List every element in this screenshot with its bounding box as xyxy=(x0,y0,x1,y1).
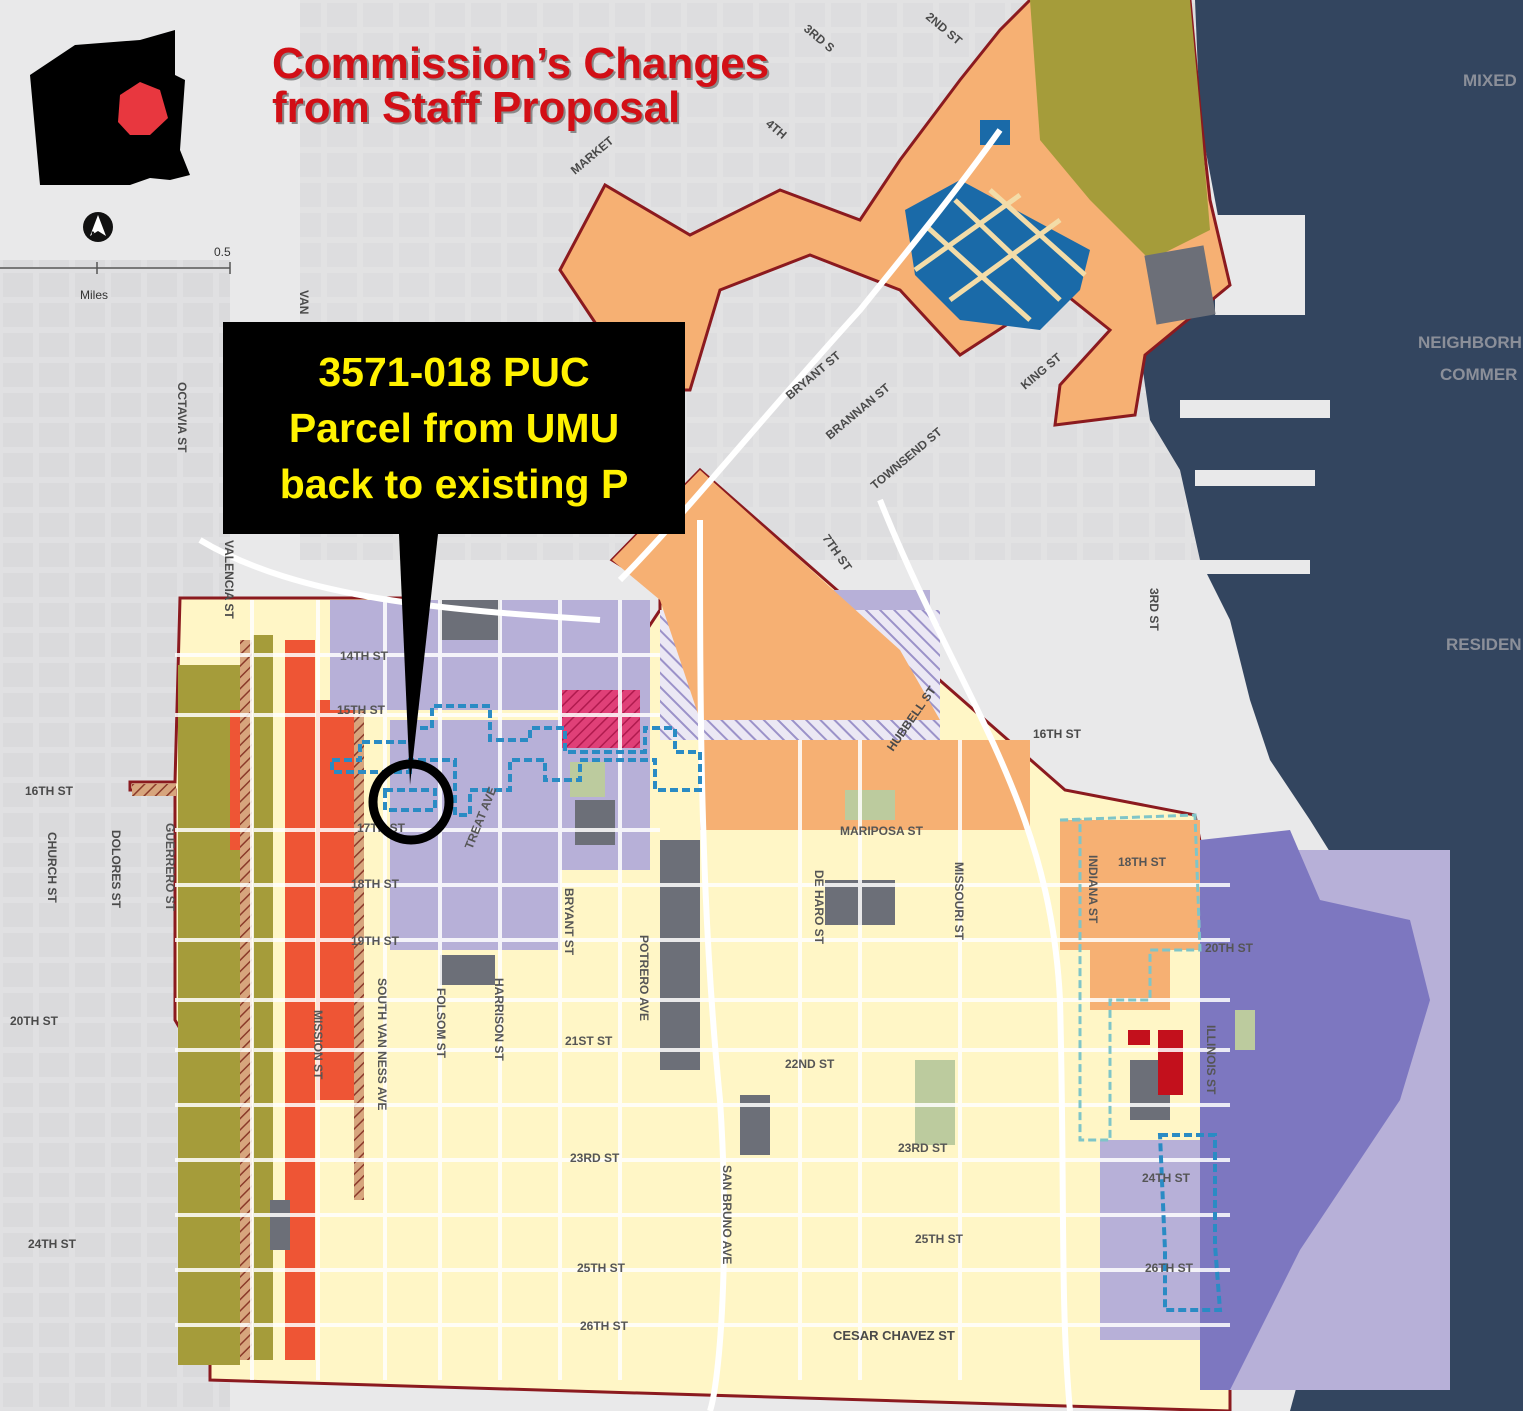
callout-line-1: 3571-018 PUC xyxy=(318,349,590,395)
street-label-missouri: MISSOURI ST xyxy=(952,862,966,941)
street-label-15th: 15TH ST xyxy=(337,703,386,717)
map-title: Commission’s Changes from Staff Proposal xyxy=(272,42,769,130)
street-label-26th-east: 26TH ST xyxy=(1145,1261,1194,1275)
street-label-16th-west: 16TH ST xyxy=(25,784,74,798)
street-label-cesar-chavez: CESAR CHAVEZ ST xyxy=(833,1328,955,1343)
district-label-residential: RESIDEN xyxy=(1446,635,1522,654)
street-label-25th-west: 25TH ST xyxy=(577,1261,626,1275)
blue-grid xyxy=(913,188,1087,322)
district-label-mixed: MIXED xyxy=(1463,71,1517,90)
title-line-1: Commission’s Changes xyxy=(272,39,770,88)
street-label-church: CHURCH ST xyxy=(45,832,59,903)
street-label-illinois: ILLINOIS ST xyxy=(1204,1025,1218,1095)
street-label-3rd: 3RD ST xyxy=(1147,588,1161,631)
umu-dark xyxy=(1200,830,1430,1390)
street-label-san-bruno: SAN BRUNO AVE xyxy=(720,1165,734,1264)
plan-area-locator xyxy=(118,82,168,135)
callout-line-3: back to existing P xyxy=(279,461,629,507)
street-label-potrero: POTRERO AVE xyxy=(637,935,651,1021)
street-label-south-van-ness: SOUTH VAN NESS AVE xyxy=(375,978,389,1110)
street-label-van-ness: VAN xyxy=(297,290,311,314)
scale-value: 0.5 xyxy=(214,245,231,259)
locator-inset xyxy=(30,30,190,185)
light-dashed-boundary xyxy=(1059,813,1202,1142)
street-label-14th: 14TH ST xyxy=(340,649,389,663)
street-label-25th-east: 25TH ST xyxy=(915,1232,964,1246)
street-label-mariposa: MARIPOSA ST xyxy=(840,824,924,838)
street-label-harrison: HARRISON ST xyxy=(492,978,506,1061)
parcel-callout: 3571-018 PUC Parcel from UMU back to exi… xyxy=(223,322,685,534)
callout-line-2: Parcel from UMU xyxy=(288,405,620,451)
mission-ncd xyxy=(178,635,273,1365)
parks-green xyxy=(570,762,1255,1145)
north-arrow-label: N xyxy=(91,230,99,242)
street-label-21st: 21ST ST xyxy=(565,1034,613,1048)
street-label-octavia: OCTAVIA ST xyxy=(175,382,189,453)
street-label-22nd: 22ND ST xyxy=(785,1057,835,1071)
red-lots xyxy=(1128,1030,1183,1095)
street-label-19th: 19TH ST xyxy=(351,934,400,948)
street-label-23rd-west: 23RD ST xyxy=(570,1151,620,1165)
street-label-folsom: FOLSOM ST xyxy=(434,988,448,1059)
pink-hatched-lot xyxy=(562,690,640,748)
piers xyxy=(1180,215,1330,574)
street-label-guerrero: GUERRERO ST xyxy=(163,823,177,912)
parcel-highlight-circle xyxy=(368,759,454,845)
city-silhouette xyxy=(30,30,190,185)
street-label-23rd-east: 23RD ST xyxy=(898,1141,948,1155)
north-arrow: N xyxy=(83,212,113,242)
scale-bar: 0.5 Miles xyxy=(0,245,231,302)
title-line-2: from Staff Proposal xyxy=(272,83,681,132)
street-label-dolores: DOLORES ST xyxy=(109,830,123,909)
street-label-16th-east: 16TH ST xyxy=(1033,727,1082,741)
street-label-indiana: INDIANA ST xyxy=(1086,855,1100,924)
callout-pointer xyxy=(399,534,438,785)
street-label-de-haro: DE HARO ST xyxy=(812,870,826,945)
street-label-valencia: VALENCIA ST xyxy=(222,540,236,619)
pdr-gray-north xyxy=(1144,245,1216,325)
street-label-26th-west: 26TH ST xyxy=(580,1319,629,1333)
street-label-20th-east: 20TH ST xyxy=(1205,941,1254,955)
bay-water xyxy=(1140,0,1523,1411)
scale-unit: Miles xyxy=(80,288,108,302)
street-label-20th-west: 20TH ST xyxy=(10,1014,59,1028)
street-label-24th-east: 24TH ST xyxy=(1142,1171,1191,1185)
street-label-mission: MISSION ST xyxy=(311,1010,325,1080)
dashed-boundaries xyxy=(330,704,1223,1312)
street-label-18th: 18TH ST xyxy=(351,877,400,891)
street-label-18th-east: 18TH ST xyxy=(1118,855,1167,869)
street-label-24th-west: 24TH ST xyxy=(28,1237,77,1251)
district-label-commercial: COMMER xyxy=(1440,365,1517,384)
district-label-neighborhood: NEIGHBORH xyxy=(1418,333,1522,352)
street-label-bryant-south: BRYANT ST xyxy=(562,888,576,956)
ncd-olive-north xyxy=(1030,0,1210,260)
